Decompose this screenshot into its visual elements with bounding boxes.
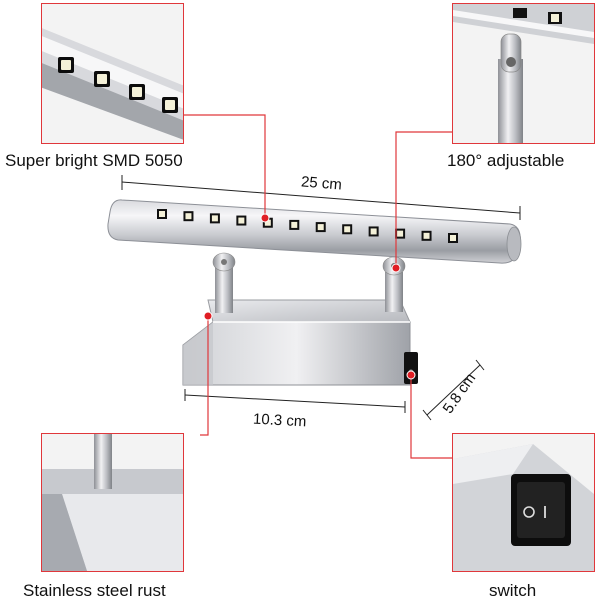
light-bar	[107, 199, 522, 264]
led-chip-face	[238, 217, 245, 224]
led-chip-face	[159, 211, 165, 217]
joint-closeup-inset	[452, 3, 595, 144]
dimension-base-width: 10.3 cm	[252, 410, 307, 431]
base-closeup-inset	[41, 433, 184, 572]
led-chip-face	[291, 221, 298, 228]
callout-markers	[203, 213, 416, 380]
led-chip-face	[423, 232, 430, 239]
led-chip-face	[370, 228, 377, 235]
caption-stainless: Stainless steel rust	[23, 581, 166, 600]
led-chip-face	[450, 235, 456, 241]
led-closeup-inset	[41, 3, 184, 144]
led-chip-face	[264, 219, 271, 226]
caption-led: Super bright SMD 5050	[5, 151, 183, 170]
led-chip-face	[397, 230, 404, 237]
led-chip-face	[211, 215, 218, 222]
led-row	[157, 209, 458, 243]
switch-closeup-inset	[452, 433, 595, 572]
callout-lines	[182, 114, 452, 459]
lamp-base	[182, 299, 411, 386]
led-chip-face	[317, 224, 324, 231]
caption-switch: switch	[489, 581, 537, 600]
led-chip-face	[185, 213, 192, 220]
dimension-lines	[121, 175, 521, 421]
caption-adjustable: 180° adjustable	[447, 151, 565, 170]
dimension-length: 25 cm	[300, 173, 343, 194]
led-chip-face	[344, 226, 351, 233]
